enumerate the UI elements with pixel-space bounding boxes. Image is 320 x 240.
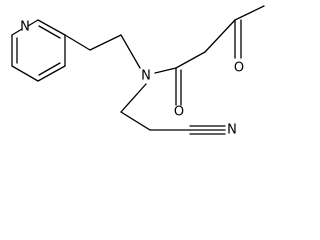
bond-ch2-to-ch2 bbox=[89, 34, 122, 51]
chemical-structure-diagram: N N O O N bbox=[11, 5, 265, 138]
bond-ch2-to-ketone-c bbox=[204, 19, 236, 53]
bond-ring-5 bbox=[37, 19, 66, 36]
chain-bonds bbox=[64, 5, 265, 135]
amide-oxygen-label: O bbox=[174, 105, 184, 120]
bond-amide-n-to-ch2 bbox=[120, 83, 147, 113]
bond-ring-5-inner bbox=[38, 25, 61, 39]
bond-ring-7 bbox=[11, 28, 23, 36]
bond-ketone-c-to-ch3 bbox=[234, 5, 265, 21]
atom-labels: N N O O N bbox=[20, 20, 244, 138]
pyridine-nitrogen-label: N bbox=[20, 20, 30, 35]
bond-ch2-to-ch2-lower bbox=[120, 111, 151, 131]
bond-ring-2 bbox=[11, 65, 39, 82]
bond-ring-3 bbox=[37, 65, 66, 82]
bond-carbonyl-to-ch2 bbox=[175, 51, 206, 69]
ketone-oxygen-label: O bbox=[234, 61, 244, 76]
nitrile-nitrogen-label: N bbox=[227, 123, 237, 138]
bond-ring-to-ch2 bbox=[64, 34, 91, 51]
bond-amide-n-to-carbonyl bbox=[154, 67, 177, 74]
amide-nitrogen-label: N bbox=[141, 69, 151, 84]
bond-ring-3-inner bbox=[38, 62, 61, 76]
bond-ring-6 bbox=[27, 19, 39, 27]
pyridine-ring bbox=[11, 19, 66, 82]
bond-ch2-to-amide-n bbox=[120, 34, 141, 69]
